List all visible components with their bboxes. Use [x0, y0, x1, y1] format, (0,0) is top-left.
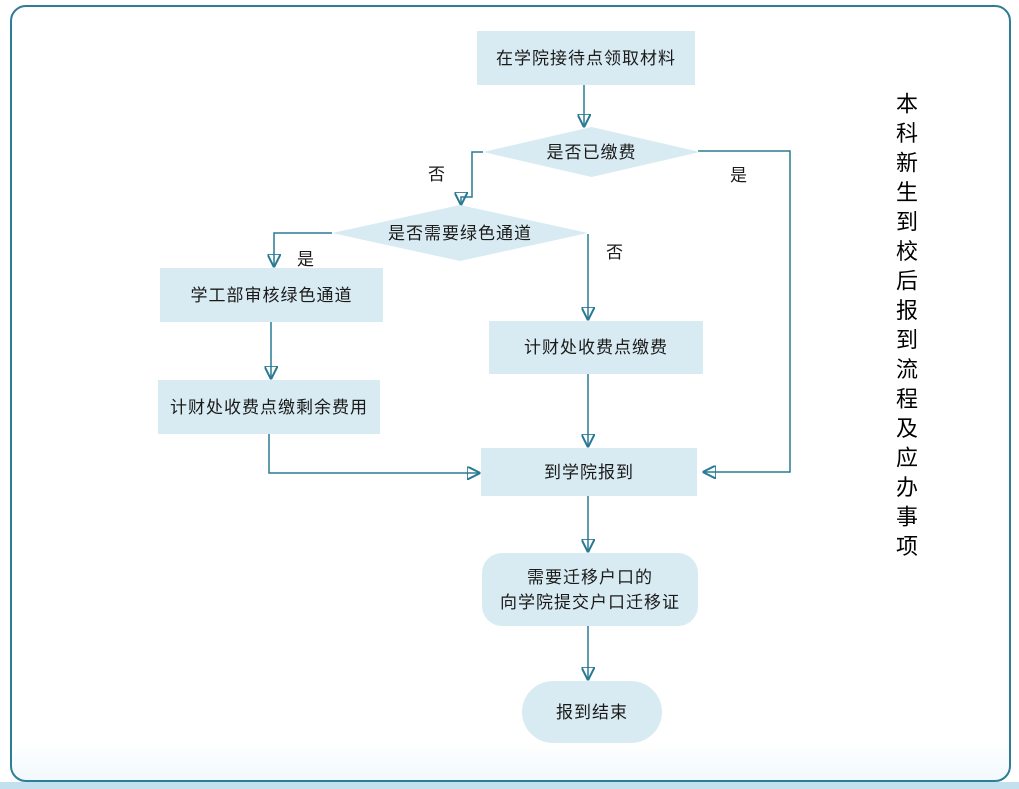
node-audit-green-channel: 学工部审核绿色通道: [160, 268, 383, 322]
node-hukou-transfer-label-line1: 需要迁移户口的: [527, 567, 653, 587]
node-decision-paid-label: 是否已缴费: [546, 142, 637, 162]
diagram-title-vertical: 本科新生到校后报到流程及应办事项: [893, 92, 918, 564]
bottom-strip: [0, 782, 1019, 789]
node-receive-materials-label: 在学院接待点领取材料: [496, 48, 676, 68]
node-audit-green-channel-label: 学工部审核绿色通道: [190, 285, 353, 305]
node-decision-green-channel-label: 是否需要绿色通道: [388, 223, 532, 243]
node-pay-remaining-fees-label: 计财处收费点缴剩余费用: [170, 397, 368, 417]
node-end: 报到结束: [522, 681, 662, 743]
node-end-label: 报到结束: [556, 702, 628, 722]
node-register-at-college: 到学院报到: [481, 448, 697, 496]
node-hukou-transfer-label-line2: 向学院提交户口迁移证: [500, 592, 680, 612]
edge-label-paid-yes: 是: [730, 166, 747, 185]
node-pay-remaining-fees: 计财处收费点缴剩余费用: [158, 380, 380, 434]
node-hukou-transfer: 需要迁移户口的 向学院提交户口迁移证: [482, 553, 698, 626]
edge-label-green-no: 否: [606, 243, 623, 262]
node-pay-fees-label: 计财处收费点缴费: [524, 338, 668, 357]
edge-label-green-yes: 是: [297, 250, 314, 269]
node-receive-materials: 在学院接待点领取材料: [477, 31, 695, 85]
edge-label-paid-no: 否: [428, 165, 445, 184]
node-register-at-college-label: 到学院报到: [544, 462, 634, 482]
node-pay-fees: 计财处收费点缴费: [489, 321, 703, 374]
